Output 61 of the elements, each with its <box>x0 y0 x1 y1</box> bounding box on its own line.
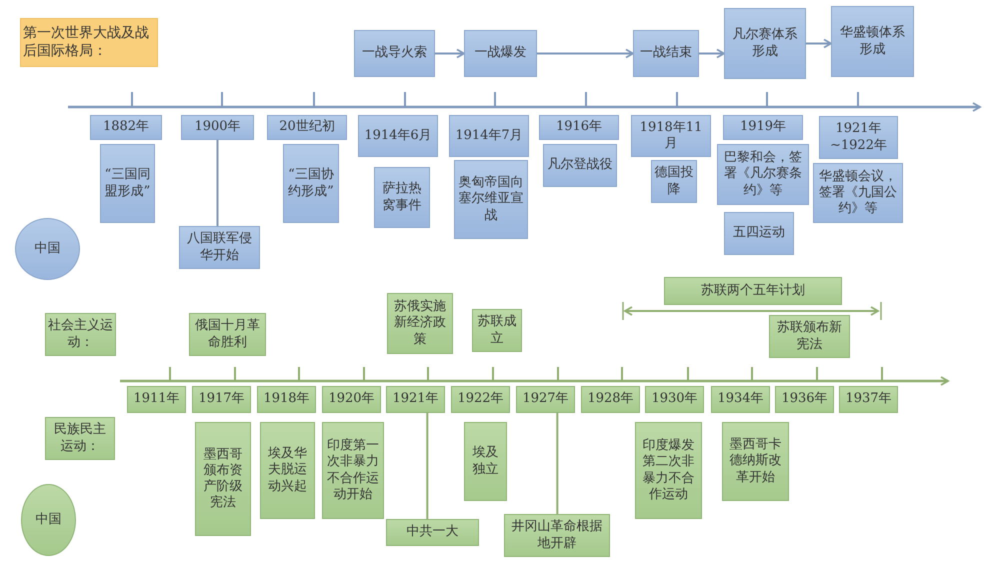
year-box: 1917年 <box>192 386 251 413</box>
arrow <box>435 48 465 58</box>
date-box: 1918年11月 <box>631 115 711 157</box>
year-box: 1921年 <box>386 386 445 413</box>
leader-line <box>426 413 428 519</box>
event-box: 凡尔登战役 <box>543 144 617 187</box>
arrow <box>699 48 725 58</box>
arrow <box>537 48 634 58</box>
category-box: 民族民主运动： <box>45 417 115 460</box>
year-box: 1927年 <box>516 386 575 413</box>
category-box: 社会主义运动： <box>45 313 116 356</box>
year-box: 1936年 <box>775 386 834 413</box>
event-box: 八国联军侵华开始 <box>179 226 260 269</box>
year-box: 1928年 <box>581 386 640 413</box>
date-box: 1921年~1922年 <box>819 116 898 159</box>
year-box: 1937年 <box>839 386 898 413</box>
event-box: 中共一大 <box>386 519 479 546</box>
year-box: 1920年 <box>322 386 381 413</box>
arrow <box>806 38 832 48</box>
event-box: 华盛顿会议，签署《九国公约》等 <box>813 163 903 223</box>
title-box: 第一次世界大战及战后国际格局： <box>20 18 158 67</box>
date-box: 1914年7月 <box>449 115 529 157</box>
event-box: “三国同盟形成” <box>100 144 155 223</box>
china-circle: 中国 <box>15 218 80 280</box>
event-box: 萨拉热窝事件 <box>374 167 430 228</box>
year-box: 1918年 <box>257 386 316 413</box>
date-box: 1919年 <box>723 115 803 140</box>
event-box: “三国协约形成” <box>283 144 339 223</box>
event-box: 墨西哥颁布资产阶级宪法 <box>195 422 251 536</box>
date-box: 1916年 <box>539 115 619 140</box>
event-box: 苏联颁布新宪法 <box>769 315 850 358</box>
leader-line <box>216 140 218 226</box>
date-box: 1914年6月 <box>358 115 438 157</box>
stage-box: 华盛顿体系形成 <box>831 6 914 77</box>
china-circle: 中国 <box>21 484 76 556</box>
year-box: 1922年 <box>451 386 510 413</box>
event-box: 五四运动 <box>724 212 794 255</box>
event-box: 墨西哥卡德纳斯改革开始 <box>722 422 789 501</box>
stage-box: 一战爆发 <box>464 30 537 77</box>
event-box: 印度第一次非暴力不合作运动开始 <box>322 422 384 519</box>
event-box: 俄国十月革命胜利 <box>189 313 266 356</box>
leader-line <box>556 413 558 514</box>
year-box: 1934年 <box>711 386 770 413</box>
event-box: 德国投降 <box>651 160 697 203</box>
event-box: 奥匈帝国向塞尔维亚宣战 <box>454 160 528 239</box>
event-box: 埃及独立 <box>464 422 507 501</box>
year-box: 1911年 <box>127 386 186 413</box>
date-box: 1900年 <box>181 115 254 140</box>
period-box: 苏联两个五年计划 <box>664 277 842 305</box>
event-box: 埃及华夫脱运动兴起 <box>260 422 315 519</box>
event-box: 苏俄实施新经济政策 <box>387 293 453 354</box>
event-box: 印度爆发第二次非暴力不合作运动 <box>635 422 702 519</box>
stage-box: 一战结束 <box>633 30 699 77</box>
event-box: 巴黎和会，签署《凡尔赛条约》等 <box>717 144 809 205</box>
event-box: 井冈山革命根据地开辟 <box>504 514 610 557</box>
date-box: 20世纪初 <box>267 115 347 140</box>
date-box: 1882年 <box>90 115 162 140</box>
stage-box: 凡尔赛体系形成 <box>724 8 806 79</box>
stage-box: 一战导火索 <box>354 30 435 77</box>
year-box: 1930年 <box>645 386 704 413</box>
event-box: 苏联成立 <box>472 309 522 352</box>
